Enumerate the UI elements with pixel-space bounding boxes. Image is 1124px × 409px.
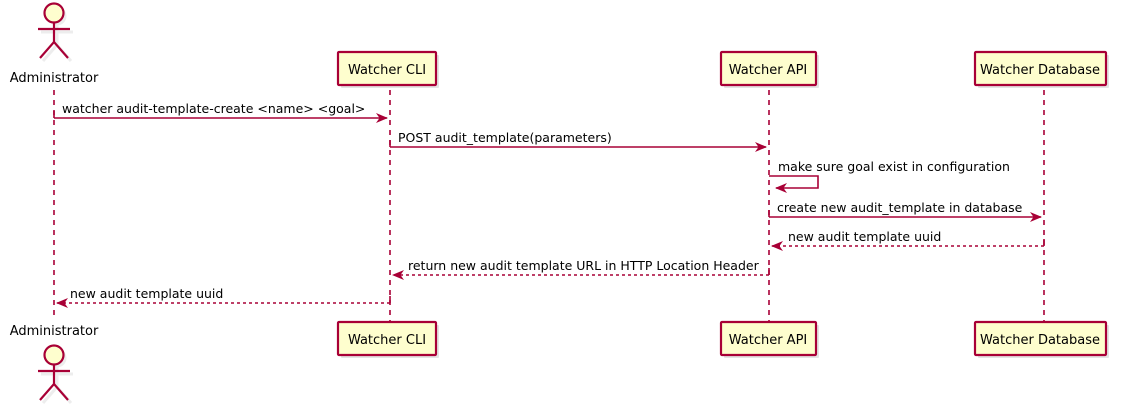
participant-label-watcher-api-bottom: Watcher API [729,333,808,348]
actor-label-administrator-top: Administrator [10,71,99,86]
participant-label-watcher-cli-top: Watcher CLI [348,63,426,78]
participant-box-rect [719,320,818,357]
message-label-1: POST audit_template(parameters) [398,130,612,145]
message-label-6: new audit template uuid [70,286,223,301]
actor-leg-left [39,383,55,401]
participant-box-watcher-cli-top[interactable]: Watcher CLI [336,50,439,88]
participant-box-rect [336,50,438,87]
message-1[interactable]: POST audit_template(parameters) [389,130,767,152]
message-4[interactable]: new audit template uuid [771,229,1045,251]
actor-administrator-top[interactable]: Administrator [10,2,99,87]
message-label-2: make sure goal exist in configuration [778,159,1010,174]
message-6[interactable]: new audit template uuid [56,286,391,308]
actor-leg-left [39,41,55,59]
participant-label-watcher-database-bottom: Watcher Database [980,333,1100,348]
actor-leg-right [53,383,69,401]
message-0[interactable]: watcher audit-template-create <name> <go… [53,101,388,123]
participant-box-rect [973,320,1108,357]
message-2-self-call[interactable]: make sure goal exist in configuration [769,159,1010,193]
participant-box-rect [719,50,818,87]
participant-label-watcher-cli-bottom: Watcher CLI [348,333,426,348]
actor-label-administrator-bottom: Administrator [10,324,99,339]
participant-label-watcher-database-top: Watcher Database [980,63,1100,78]
actor-leg-right [53,41,69,59]
actor-head-icon [43,2,65,24]
message-self-loop-2 [769,175,819,193]
actor-head-icon [43,344,65,366]
participant-box-watcher-api-top[interactable]: Watcher API [719,50,819,88]
participant-box-watcher-api-bottom[interactable]: Watcher API [719,320,819,358]
participant-box-rect [336,320,438,357]
message-3[interactable]: create new audit_template in database [768,200,1042,222]
message-5[interactable]: return new audit template URL in HTTP Lo… [392,258,770,280]
actor-administrator-bottom[interactable]: Administrator [10,324,99,404]
message-label-5: return new audit template URL in HTTP Lo… [408,258,760,273]
lifelines-group [53,90,1045,322]
message-label-0: watcher audit-template-create <name> <go… [62,101,365,116]
participant-label-watcher-api-top: Watcher API [729,63,808,78]
message-label-4: new audit template uuid [788,229,941,244]
participant-box-watcher-database-top[interactable]: Watcher Database [973,50,1109,88]
participant-box-watcher-database-bottom[interactable]: Watcher Database [973,320,1109,358]
message-label-3: create new audit_template in database [777,200,1023,215]
participant-box-watcher-cli-bottom[interactable]: Watcher CLI [336,320,439,358]
participant-box-rect [973,50,1108,87]
